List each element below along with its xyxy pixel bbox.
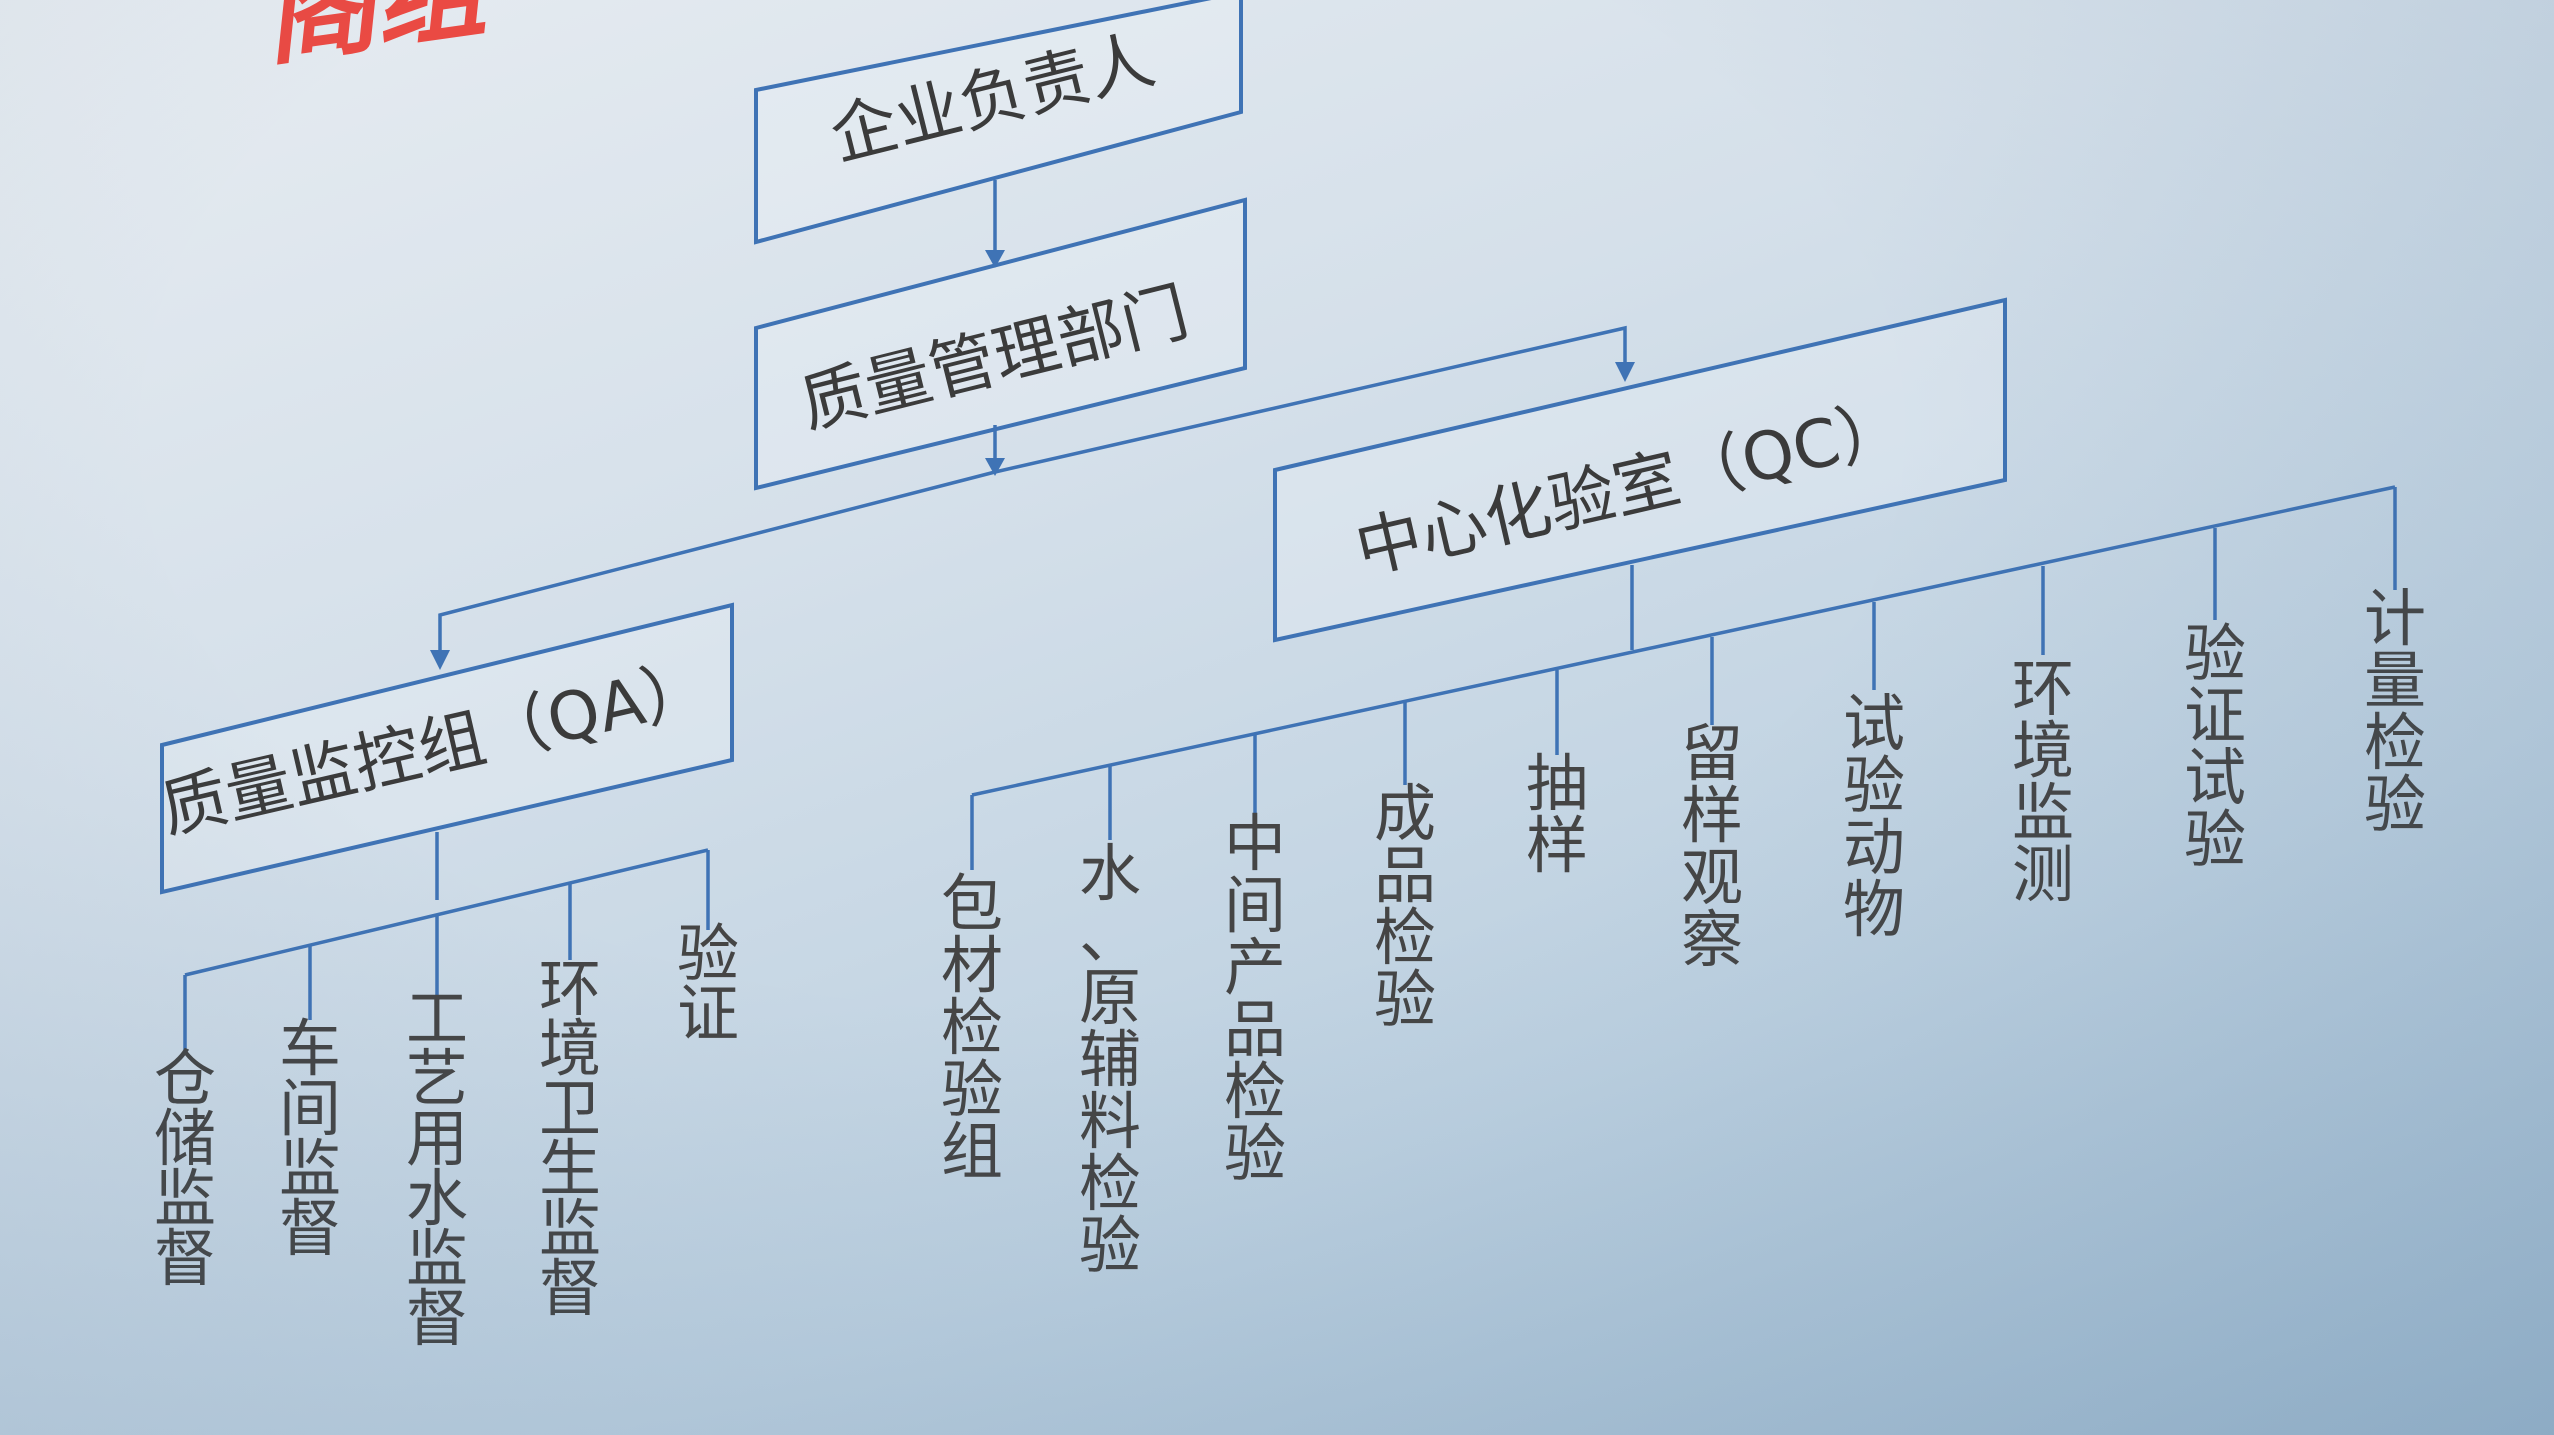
qc-child-label-6: 留样观察 xyxy=(1681,717,1743,976)
qa-child-label-5: 验证 xyxy=(677,917,739,1050)
page-title-fragment: 阁组 xyxy=(256,0,502,81)
node-box-qm xyxy=(754,197,1247,491)
qa-child-label-2: 车间监督 xyxy=(279,1012,341,1265)
node-box-head xyxy=(754,0,1243,245)
qc-child-label-7: 试验动物 xyxy=(1843,687,1905,946)
qc-child-label-4: 成品检验 xyxy=(1374,777,1436,1036)
qc-children: 包材检验组 水、原辅料检验 中间产品检验 成品检验 抽样 留样观察 试验动物 环境监测 验证试验… xyxy=(941,582,2426,1282)
qc-child-label-5: 抽样 xyxy=(1526,747,1588,882)
connector-qm-qc xyxy=(994,325,1627,474)
arrow-head-qm xyxy=(985,250,1005,268)
node-box-qc xyxy=(1273,297,2007,643)
qc-child-label-2: 水、原辅料检验 xyxy=(1079,837,1141,1282)
arrow-qm-qc xyxy=(1615,362,1635,382)
qa-child-label-1: 仓储监督 xyxy=(154,1042,216,1295)
connector-qm-qa xyxy=(438,470,996,660)
qc-child-label-8: 环境监测 xyxy=(2012,652,2074,911)
qc-child-label-1: 包材检验组 xyxy=(941,867,1003,1188)
arrow-qm-qa xyxy=(430,650,450,670)
qc-children-bus xyxy=(971,485,2396,797)
arrow-qm-down xyxy=(985,458,1005,476)
qa-child-label-4: 环境卫生监督 xyxy=(539,952,601,1325)
qc-child-label-3: 中间产品检验 xyxy=(1224,807,1286,1190)
qa-children-bus xyxy=(184,848,709,977)
qa-child-label-3: 工艺用水监督 xyxy=(406,982,468,1355)
qc-child-label-9: 验证试验 xyxy=(2184,617,2246,876)
qa-children: 仓储监督 车间监督 工艺用水监督 环境卫生监督 验证 xyxy=(154,917,739,1355)
qc-child-label-10: 计量检验 xyxy=(2364,582,2426,841)
node-box-qa xyxy=(160,602,734,895)
chart-group: 企业负责人 质量管理部门 中心化验室（QC） 质量监控组（QA） xyxy=(154,0,2426,1355)
